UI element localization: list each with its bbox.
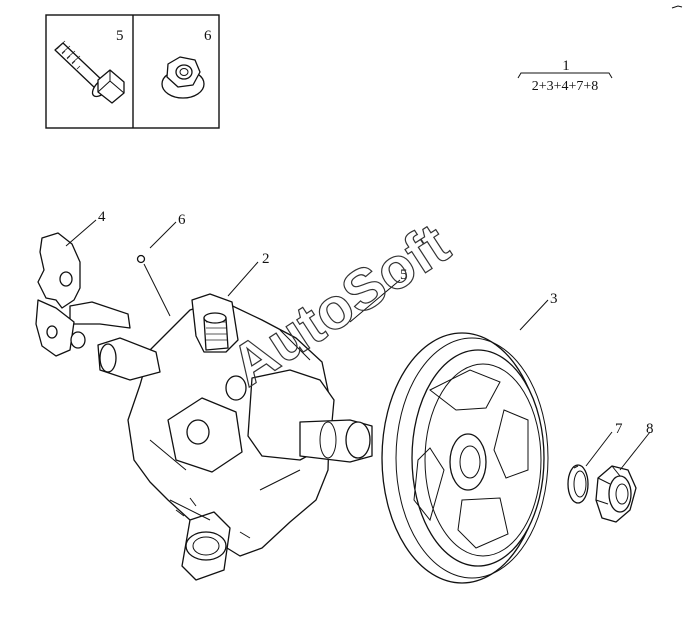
- callout-4: 4: [98, 209, 106, 225]
- pulley: [381, 332, 549, 584]
- assembly-components: 2+3+4+7+8: [532, 79, 599, 94]
- assembly-number: 1: [562, 58, 570, 74]
- lock-washer: [567, 464, 589, 504]
- callout-8: 8: [646, 421, 654, 437]
- callout-5: 5: [400, 267, 408, 283]
- callout-2: 2: [262, 251, 270, 267]
- flange-nut-icon: [161, 56, 205, 99]
- fastener-inset: 5 6: [45, 14, 220, 129]
- pulley-nut: [595, 465, 637, 523]
- inset-label-5: 5: [116, 28, 124, 44]
- inset-label-6: 6: [204, 28, 212, 44]
- mounting-bracket: [35, 232, 131, 357]
- leader-lines: [65, 219, 651, 471]
- callout-3: 3: [550, 291, 558, 307]
- assembly-note: 1 2+3+4+7+8: [517, 58, 613, 94]
- callout-6: 6: [178, 212, 186, 228]
- power-steering-pump: [97, 293, 373, 581]
- callout-7: 7: [615, 421, 623, 437]
- bolt-icon: [54, 40, 125, 104]
- corner-mark: [671, 5, 683, 9]
